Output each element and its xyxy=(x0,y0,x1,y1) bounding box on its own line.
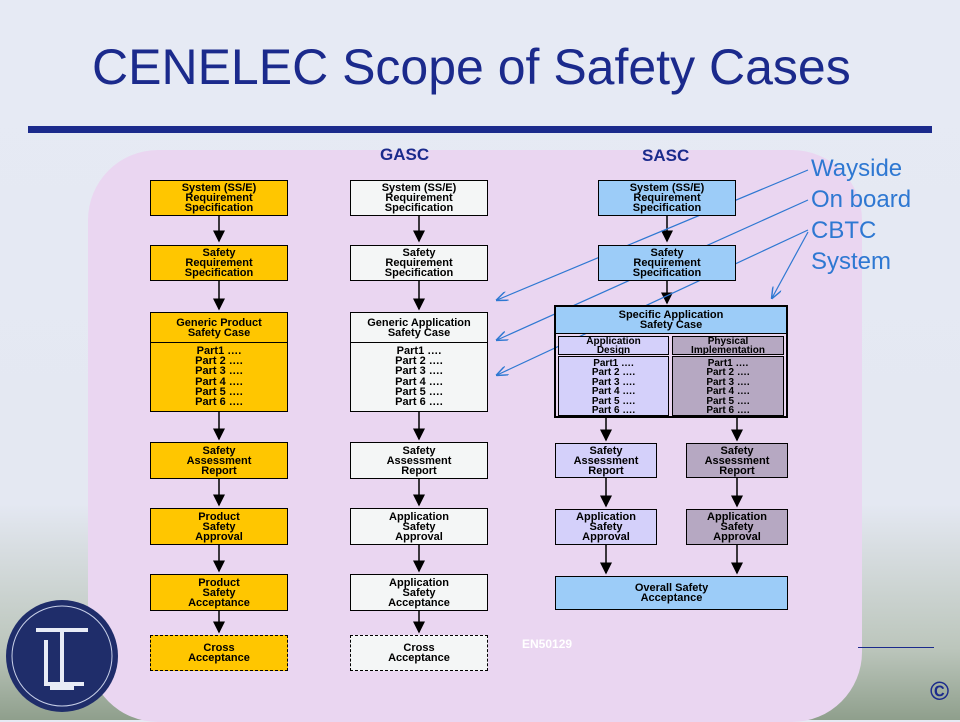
standard-footnote: EN50129 xyxy=(522,637,573,651)
page-title: CENELEC Scope of Safety Cases xyxy=(92,39,851,95)
cbtc-arrow xyxy=(497,229,809,375)
note-cbtc: CBTC xyxy=(811,217,877,244)
system-arrow xyxy=(772,231,809,298)
gasc-parts-list: Part1 ….Part 2 ….Part 3 …. Part 4 ….Part… xyxy=(350,342,488,412)
application-design-parts-list: Part1 ….Part 2 ….Part 3 …. Part 4 ….Part… xyxy=(558,356,669,416)
note-wayside: Wayside xyxy=(811,155,903,182)
copyright-mark: © xyxy=(930,676,950,706)
note-system: System xyxy=(811,248,892,275)
gpsc-parts-list: Part1 ….Part 2 ….Part 3 …. Part 4 ….Part… xyxy=(150,342,288,412)
title-rule xyxy=(28,126,932,133)
sasc-safety-case-container xyxy=(554,305,788,418)
physical-implementation-parts-list: Part1 ….Part 2 ….Part 3 …. Part 4 ….Part… xyxy=(672,356,784,416)
logo-monogram xyxy=(11,605,113,707)
footer-rule xyxy=(858,647,934,648)
company-logo xyxy=(6,600,118,712)
gasc-heading: GASC xyxy=(380,145,430,164)
wayside-arrow xyxy=(497,169,809,300)
sasc-heading: SASC xyxy=(642,146,690,165)
system-notes: Wayside On board CBTC System xyxy=(811,153,911,277)
note-on-board: On board xyxy=(811,186,912,213)
